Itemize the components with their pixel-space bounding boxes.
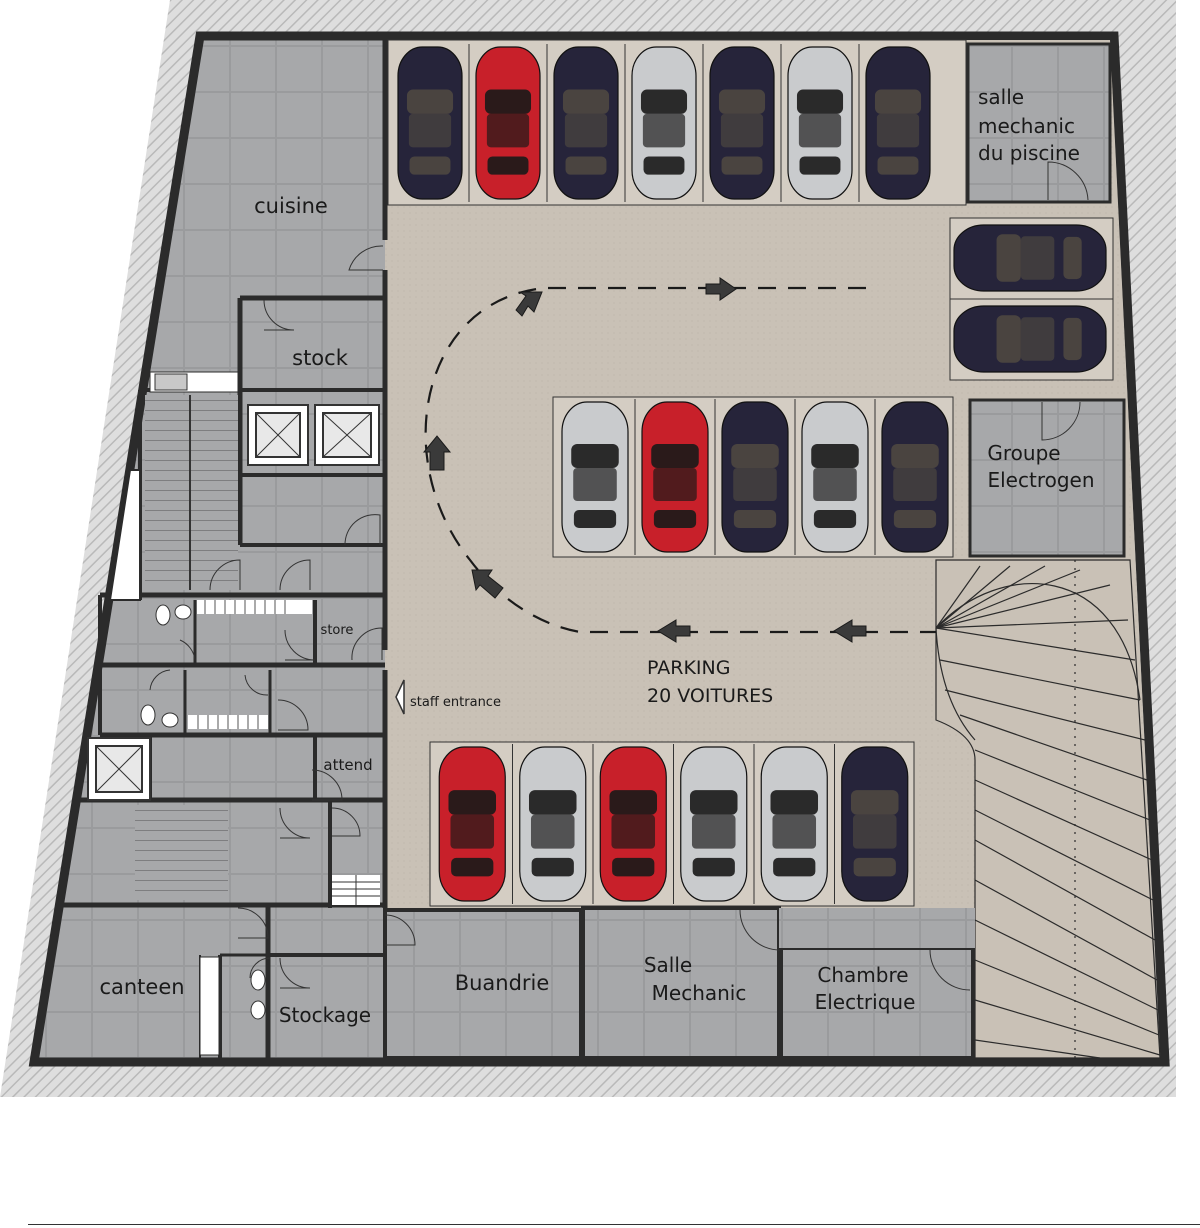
room-buandrie [383,908,583,1060]
car-middle-3 [721,401,789,553]
route-arrows [422,277,867,643]
bays-bottom-row [438,744,909,904]
label-salle-mechanic-2: Mechanic [652,981,747,1005]
parking-title-line1: PARKING [647,657,730,679]
car-top-3 [553,46,619,200]
bottom-parking-strip [429,741,915,907]
car-bottom-5 [760,746,828,902]
car-top-1 [397,46,463,200]
label-salle-mechanic-1: Salle [644,953,692,977]
label-buandrie: Buandrie [455,971,550,995]
label-attend: attend [323,756,372,774]
car-top-7 [865,46,931,200]
car-bottom-2 [519,746,587,902]
staff-entrance-label: staff entrance [410,695,501,710]
staircase-lower [135,805,228,900]
spiral-ramp [935,559,1161,1059]
car-top-6 [787,46,853,200]
bays-middle-row [561,399,949,555]
room-salle-mechanic-piscine [966,42,1112,204]
label-salle-mechanic-piscine-3: du piscine [978,141,1080,165]
label-chambre-electrique-2: Electrique [815,990,916,1014]
parking-title-line2: 20 VOITURES [647,685,773,707]
wc-fixtures [140,604,266,1020]
label-cuisine: cuisine [254,194,328,218]
car-top-2 [475,46,541,200]
label-stock: stock [292,346,349,370]
label-chambre-electrique-1: Chambre [817,963,908,987]
label-salle-mechanic-piscine-2: mechanic [978,114,1075,138]
car-top-5 [709,46,775,200]
room-chambre-electrique [779,946,975,1060]
elevator-1 [247,404,309,466]
door-swings [149,245,416,989]
label-groupe-electrogen-2: Electrogen [987,468,1094,492]
elevator-2 [314,404,380,466]
label-stockage: Stockage [279,1003,371,1027]
car-middle-2 [641,401,709,553]
left-wing-walls [60,40,388,1058]
label-groupe-electrogen-1: Groupe [987,441,1060,465]
room-groupe-electrogen [968,398,1126,558]
car-middle-5 [881,401,949,553]
light-well [108,469,141,601]
car-middle-1 [561,401,629,553]
car-bottom-4 [680,746,748,902]
small-shaft [154,373,188,391]
staff-entrance-arrow [395,679,405,715]
page-rule [28,1224,1200,1225]
label-canteen: canteen [99,975,184,999]
elevator-3 [87,737,151,801]
driving-route [424,286,936,634]
car-bottom-1 [438,746,506,902]
label-salle-mechanic-piscine-1: salle [978,85,1024,109]
car-right-1 [953,224,1107,292]
label-store: store [321,623,354,638]
car-middle-4 [801,401,869,553]
car-bottom-6 [841,746,909,902]
bays-right-pair [953,224,1107,373]
bays-top-row [397,44,931,202]
staircase-upper [145,395,238,590]
car-right-2 [953,305,1107,373]
car-bottom-3 [599,746,667,902]
car-top-4 [631,46,697,200]
